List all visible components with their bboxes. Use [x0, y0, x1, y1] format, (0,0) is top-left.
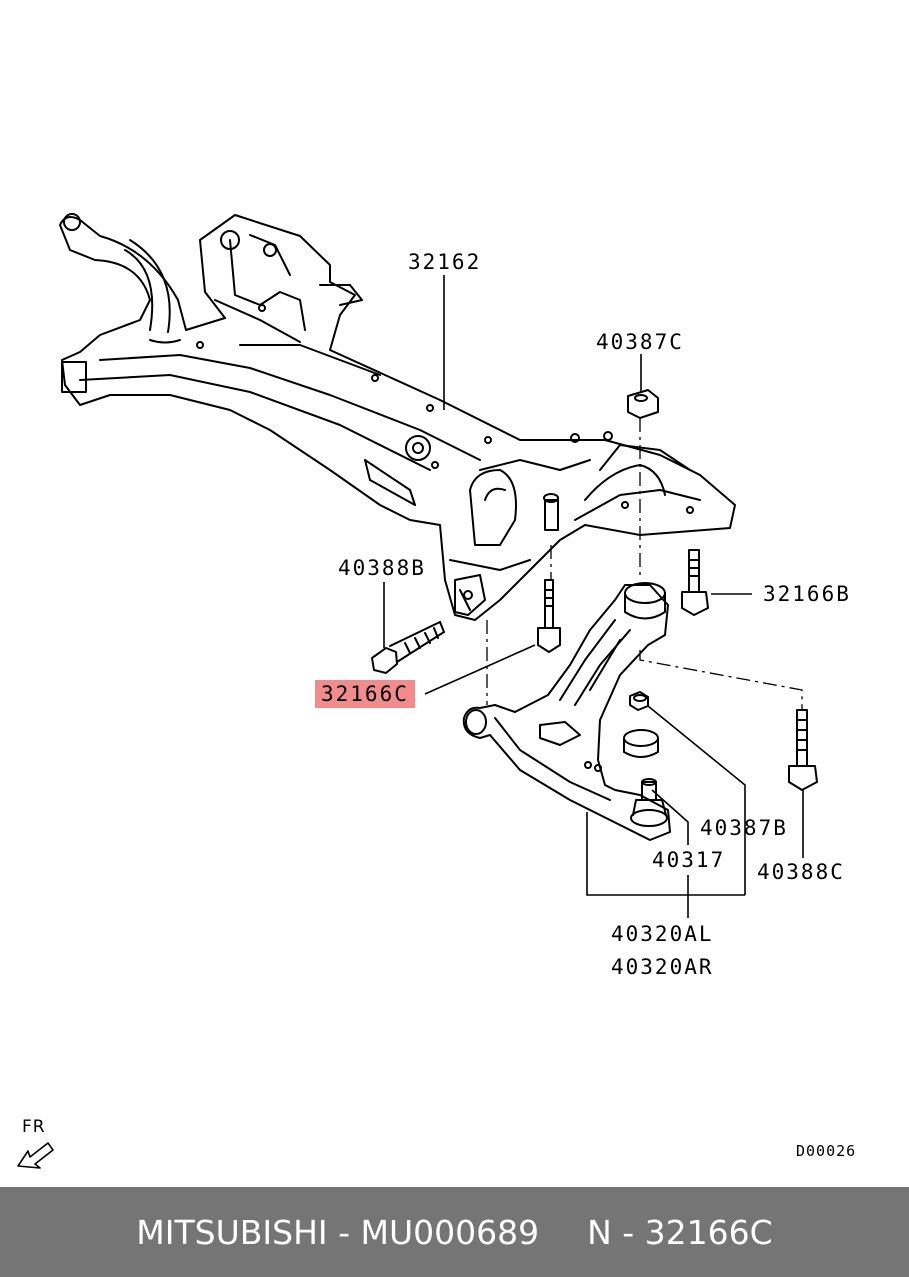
ball-joint-drawing [630, 778, 668, 827]
nut-40387B-drawing [629, 691, 649, 711]
callout-40388B: 40388B [338, 556, 426, 580]
bolt-32166C-drawing [537, 579, 561, 653]
callout-40320AL: 40320AL [611, 922, 714, 946]
callout-32166B: 32166B [763, 582, 851, 606]
footer-reference-number: N - 32166C [587, 1212, 773, 1252]
bolt-32166B-drawing [681, 549, 709, 616]
exploded-parts-diagram [17, 213, 818, 1169]
footer-brand-part-number: MITSUBISHI - MU000689 [136, 1212, 540, 1252]
diagram-code: D00026 [796, 1142, 857, 1160]
front-direction-label: FR [22, 1117, 46, 1137]
lower-arm-drawing [462, 582, 671, 841]
callout-40387B: 40387B [700, 816, 788, 840]
callout-40387C: 40387C [596, 330, 684, 354]
bolt-40388B-drawing [371, 621, 445, 674]
front-direction-arrow-icon [17, 1142, 54, 1169]
callout-40317: 40317 [652, 848, 726, 872]
leader-lines [383, 275, 804, 918]
callout-32162: 32162 [408, 250, 482, 274]
callout-40388C: 40388C [757, 860, 845, 884]
bolt-40388C-drawing [788, 709, 818, 791]
callout-40320AR: 40320AR [611, 955, 714, 979]
callout-32166C-highlighted: 32166C [315, 680, 415, 708]
part-footer-bar: MITSUBISHI - MU000689 N - 32166C [0, 1187, 909, 1277]
assembly-dashed-lines [486, 418, 803, 710]
nut-40387C-drawing [627, 389, 659, 419]
bushing-drawing [623, 729, 659, 758]
